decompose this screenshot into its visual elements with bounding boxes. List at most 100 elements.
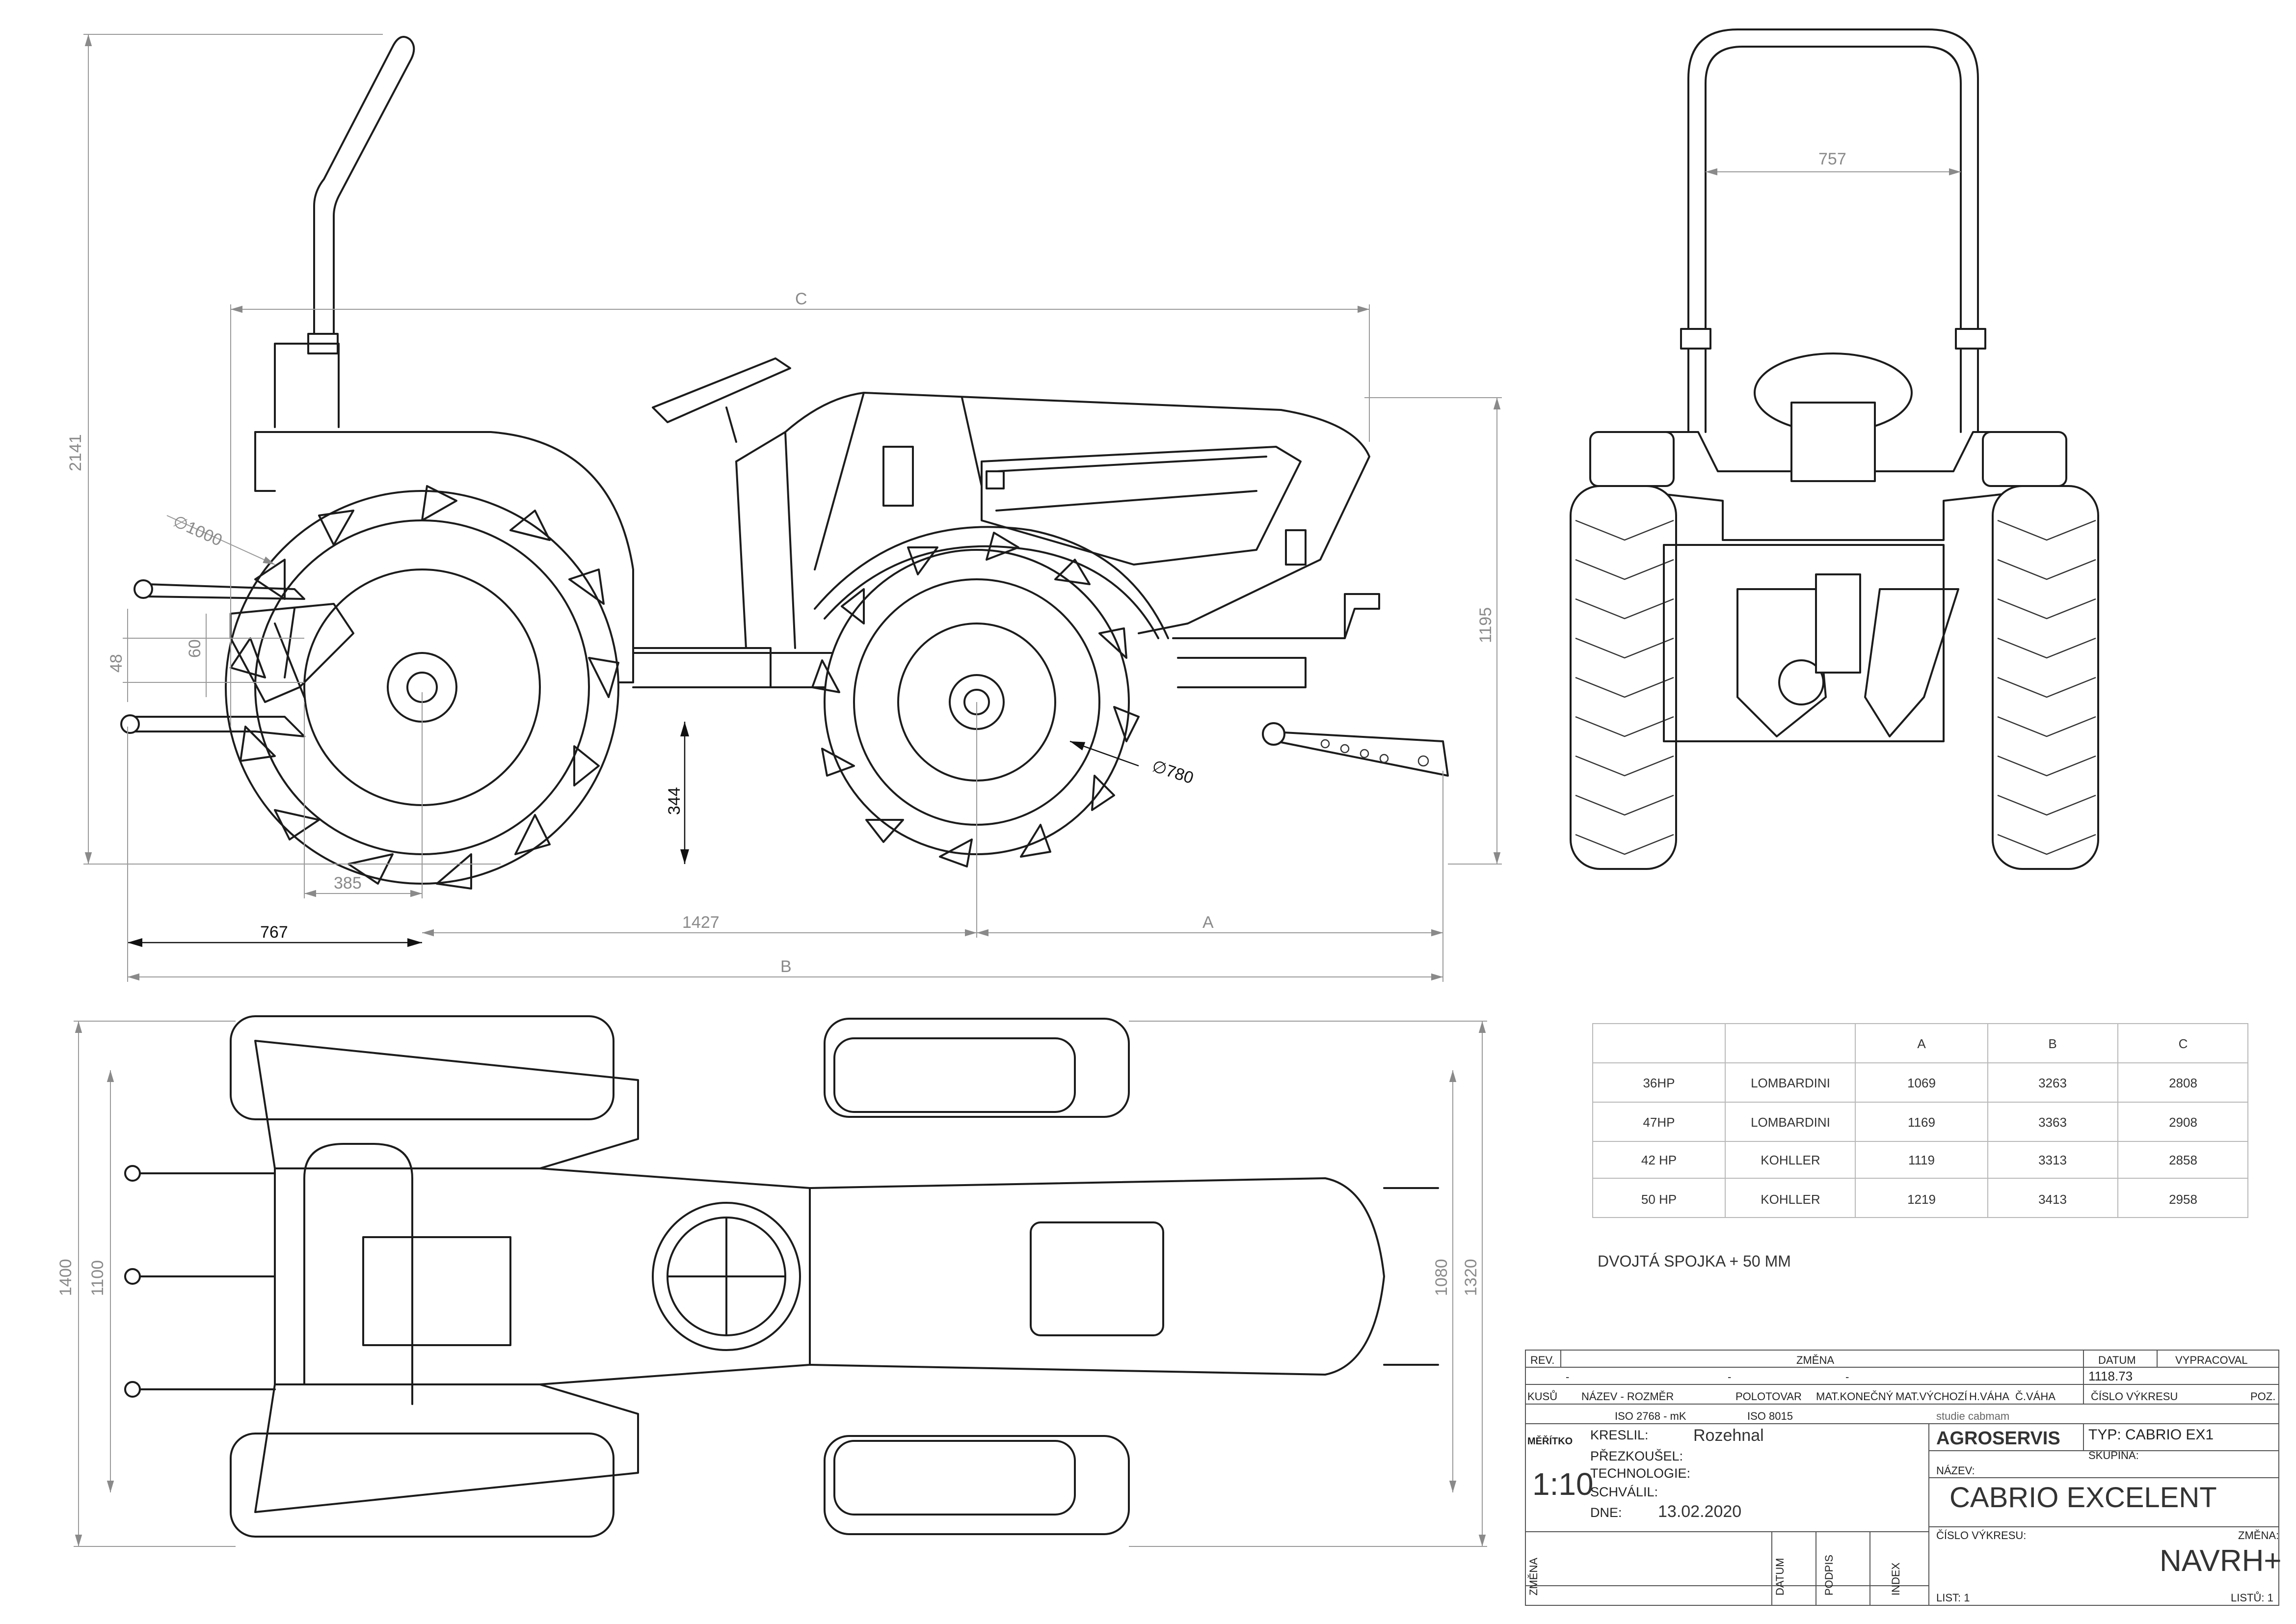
rear-hitch-right [1864,588,1959,737]
top-rear-tire-left [230,1015,614,1120]
table-cell: 50 HP [1641,1192,1677,1207]
tb-col-index: INDEX [1890,1562,1902,1596]
double-clutch-note: DVOJTÁ SPOJKA + 50 MM [1598,1252,1791,1270]
tb-skupina: SKUPINA: [2088,1449,2139,1462]
tb-typ: TYP: CABRIO EX1 [2088,1427,2214,1443]
tb-col-zmena: ZMĚNA [1527,1558,1540,1596]
tb-dne: DNE: [1590,1505,1622,1520]
table-cell: 1119 [1908,1153,1935,1167]
top-rear-tire-right [230,1433,614,1538]
table-cell: 2808 [2169,1076,2197,1090]
table-cell: 36HP [1643,1076,1675,1090]
table-cell: 1219 [1907,1192,1936,1207]
tb-c-vaha: Č.VÁHA [2015,1390,2056,1403]
tb-kreslil: KRESLIL: [1590,1428,1649,1442]
tb-iso-2768: ISO 2768 - mK [1615,1410,1686,1422]
tb-technologie: TECHNOLOGIE: [1590,1466,1690,1481]
top-steering-wheel [652,1202,801,1351]
rear-tire-left [1570,485,1677,870]
dim-1320: 1320 [1462,1259,1480,1296]
dim-tire-780: ∅780 [1150,757,1196,787]
top-hood-hatch [1030,1221,1164,1336]
tb-mat-konecny: MAT.KONEČNÝ [1816,1390,1894,1403]
tb-mat-vychozi: MAT.VÝCHOZÍ [1896,1390,1968,1403]
tb-zmena2: ZMĚNA: [2238,1529,2279,1542]
tb-nazev: NÁZEV: [1936,1464,1975,1477]
rops-bar-side [313,36,415,345]
table-cell: 3313 [2038,1153,2067,1167]
tb-col-datum: DATUM [1774,1558,1786,1596]
table-header: A [1917,1036,1926,1051]
rops-bar-rear [1687,28,1979,433]
dim-48: 48 [107,654,126,673]
dim-344: 344 [665,787,684,815]
top-hood [809,1177,1385,1376]
tb-datum: DATUM [2098,1354,2136,1366]
table-cell: 42 HP [1641,1153,1677,1167]
top-dimensions: 1400 1100 1080 1320 [56,1021,1487,1547]
front-tread [811,532,1140,867]
table-cell: 2908 [2169,1115,2197,1130]
table-header: B [2048,1036,2056,1051]
dim-1400: 1400 [56,1259,75,1296]
dim-1195: 1195 [1476,607,1495,643]
tb-prezkousel: PŘEZKOUŠEL: [1590,1448,1683,1463]
tb-zmena: ZMĚNA [1796,1354,1834,1366]
tb-scale: 1:10 [1532,1466,1594,1502]
dim-1080: 1080 [1432,1259,1451,1296]
tb-date: 13.02.2020 [1658,1502,1741,1521]
tb-meritko: MĚŘÍTKO [1527,1435,1573,1447]
side-dimensions: 2141 C ∅1000 48 60 344 1195 ∅780 385 767… [66,34,1502,982]
side-view [120,36,1449,890]
table-cell: 47HP [1643,1115,1675,1130]
tb-rev: REV. [1530,1354,1554,1366]
tb-value-1118: 1118.73 [2088,1369,2133,1383]
table-cell: 2958 [2169,1192,2197,1207]
table-cell: 3413 [2038,1192,2067,1207]
tb-dash3: - [1845,1371,1849,1383]
top-view [124,1015,1439,1538]
dim-757: 757 [1818,150,1846,168]
rear-tread [230,485,619,890]
dim-1100: 1100 [88,1260,107,1296]
dim-b: B [780,957,792,976]
dim-a: A [1202,913,1214,932]
tb-polotovar: POLOTOVAR [1735,1390,1802,1403]
tb-nazev-rozmer: NÁZEV - ROZMĚR [1581,1390,1674,1403]
top-rops [303,1143,413,1405]
rear-lamp-right [1982,431,2067,487]
rear-lamp-left [1589,431,1675,487]
steering-wheel-side [652,357,791,423]
dim-385: 385 [334,874,362,893]
hood [784,392,1370,634]
table-cell: 3263 [2038,1076,2067,1090]
tb-schvalil: SCHVÁLIL: [1590,1485,1658,1499]
rear-pto-cover [1790,402,1876,482]
table-cell: KOHLLER [1761,1192,1820,1207]
rear-tire-right [1992,485,2099,870]
dim-tire-1000: ∅1000 [170,512,225,550]
tb-kusu: KUSŮ [1527,1390,1557,1403]
rear-view: 757 [1570,28,2099,870]
tb-poz: POZ. [2250,1390,2275,1403]
front-lower-link [1265,731,1449,777]
table-cell: LOMBARDINI [1751,1076,1830,1090]
tb-dash2: - [1728,1371,1731,1383]
rear-tire-tread [1575,519,2096,855]
tb-dash1: - [1566,1371,1569,1383]
tb-cislo-vykresu: ČÍSLO VÝKRESU: [1936,1529,2026,1542]
rear-hitch-left [1736,588,1827,737]
tb-studie: studie cabmam [1936,1410,2009,1422]
tb-drawing-no: NAVRH+ [2160,1544,2282,1578]
dim-2141: 2141 [66,434,85,471]
tb-col-podpis: PODPIS [1823,1555,1835,1596]
front-fender [814,526,1169,639]
tb-list: LIST: 1 [1936,1592,1970,1604]
table-cell: 1069 [1907,1076,1936,1090]
dim-60: 60 [186,639,204,658]
table-cell: 3363 [2038,1115,2067,1130]
top-seat-plate [362,1236,511,1346]
table-header: C [2179,1036,2188,1051]
